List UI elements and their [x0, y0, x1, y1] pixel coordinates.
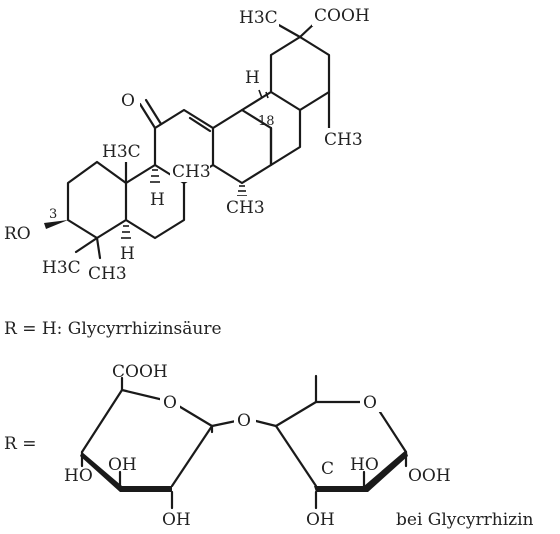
cooh-top-label: COOH — [314, 6, 370, 26]
c20-methyl-bond — [275, 22, 302, 39]
ho2-label: HO — [350, 455, 379, 475]
left-ring-bottom-bold — [80, 452, 172, 492]
link-right — [254, 419, 278, 428]
h5-label: H — [120, 244, 135, 264]
ro-label: RO — [4, 224, 31, 244]
c9-hashed-bond — [150, 169, 160, 183]
ch3-bottom-label: CH3 — [88, 264, 127, 284]
right-ring-top — [274, 400, 362, 428]
c14-hashed-bond — [237, 185, 247, 197]
h3c-bottom-label: H3C — [42, 258, 81, 278]
right-ring-oxygen-label: O — [363, 393, 377, 413]
right-ring-left — [274, 424, 318, 488]
sugar-labels: R = COOH O O O HO OH OH C HO OOH OH bei … — [4, 362, 534, 530]
ring-a — [66, 160, 128, 240]
linkage-oxygen-label: O — [237, 411, 251, 431]
left-ring-right — [170, 424, 214, 488]
right-ring-bottom-bold — [314, 450, 408, 492]
glycyrrhizin-caption: bei Glycyrrhizin — [396, 510, 534, 530]
h18-label: H — [245, 68, 260, 88]
keto-bond-a — [138, 102, 157, 130]
left-ring-left — [80, 388, 124, 454]
ch3-lower-label: CH3 — [226, 198, 265, 218]
ho1-label: HO — [64, 466, 93, 486]
disaccharide — [80, 374, 408, 510]
c18-hashed-bond — [258, 89, 269, 99]
h-center-label: H — [150, 190, 165, 210]
c4-methyl-b-bond — [95, 236, 102, 260]
triterpene-skeleton — [44, 20, 331, 260]
link-left — [210, 419, 238, 428]
keto-bond-b — [144, 98, 163, 126]
cooh-sugar-label: COOH — [112, 362, 168, 382]
ch3-right-label: CH3 — [324, 130, 363, 150]
h3c-top-label: H3C — [239, 8, 278, 28]
ring-e — [269, 35, 331, 112]
c5-hashed-bond — [121, 225, 131, 239]
position-3-label: 3 — [49, 207, 57, 222]
oh2-label: OH — [162, 510, 191, 530]
skeleton-labels: H3C COOH H 18 O H3C CH3 CH3 H CH3 3 RO H… — [4, 6, 370, 284]
ooh-label: OOH — [408, 466, 451, 486]
position-18-label: 18 — [258, 114, 275, 129]
oh3-label: OH — [306, 510, 335, 530]
keto-oxygen-label: O — [121, 91, 135, 111]
left-ring-oxygen-label: O — [163, 393, 177, 413]
aglycone-caption: R = H: Glycyrrhizinsäure — [4, 319, 222, 339]
h3c-mid-label: H3C — [102, 142, 141, 162]
ring-b — [124, 163, 186, 240]
c-atom-label: C — [321, 459, 334, 479]
right-ring-right — [378, 410, 408, 454]
ch3-mid-label: CH3 — [172, 162, 211, 182]
c3-oxygen-wedge — [44, 220, 68, 229]
c4-methyl-a-bond — [74, 236, 99, 254]
oh1-label: OH — [108, 455, 137, 475]
double-bond-12-13 — [188, 116, 212, 133]
r-equals-label: R = — [4, 434, 36, 454]
